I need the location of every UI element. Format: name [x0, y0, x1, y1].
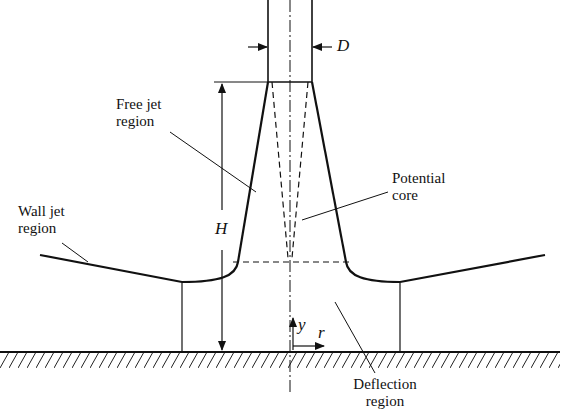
region-label: Potential core — [392, 170, 464, 204]
wall-jet-boundary — [400, 255, 545, 282]
jet-boundary — [312, 82, 346, 262]
region-divider — [181, 282, 182, 352]
leader-line — [170, 132, 256, 192]
jet-boundary — [346, 262, 400, 282]
jet-boundary — [238, 82, 268, 262]
region-label: Free jet region — [116, 96, 182, 130]
leader-line — [302, 192, 388, 220]
axis-label: r — [318, 324, 325, 341]
dimension-label: D — [337, 37, 349, 54]
dimension-label: H — [214, 220, 228, 237]
jet-boundary — [182, 262, 238, 282]
centerline — [290, 0, 291, 395]
nozzle-wall — [267, 0, 269, 82]
dimension-arrow — [221, 250, 222, 350]
leader-line — [62, 243, 88, 262]
nozzle-wall — [311, 0, 313, 82]
axis-label: y — [298, 316, 306, 333]
axis-arrow — [292, 318, 293, 350]
potential-core — [272, 82, 288, 258]
axis-arrow — [293, 345, 324, 346]
dimension-arrow — [221, 84, 222, 210]
region-divider — [233, 261, 350, 262]
region-divider — [399, 282, 400, 352]
region-label: Wall jet region — [18, 203, 84, 237]
region-label: Deflection region — [345, 376, 425, 410]
potential-core — [292, 82, 308, 258]
dimension-arrow — [248, 46, 267, 47]
wall-jet-boundary — [40, 255, 182, 282]
dimension-extension — [214, 82, 268, 83]
wall-hatching — [0, 352, 560, 368]
wall — [0, 351, 560, 353]
dimension-arrow — [313, 46, 332, 47]
leader-line — [335, 302, 375, 373]
